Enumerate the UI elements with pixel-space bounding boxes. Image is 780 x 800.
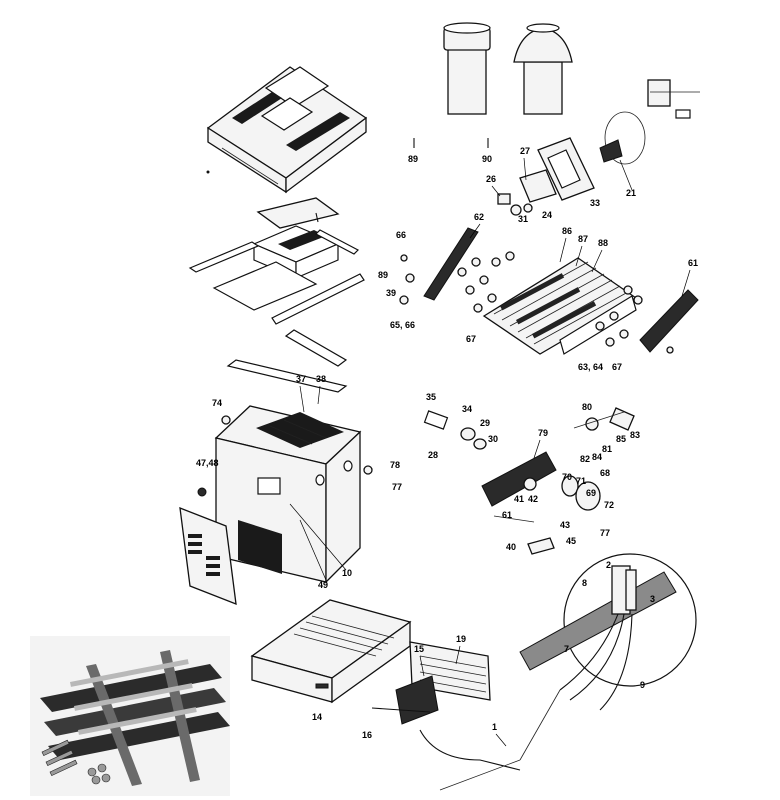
callout-labels: 89 90 27 26 21 31 24 33 62 66 89 39 65, … [196,146,698,740]
callout-28: 28 [428,450,438,460]
callout-70: 70 [562,472,572,482]
callout-65-66: 65, 66 [390,320,415,330]
callout-77-b: 77 [600,528,610,538]
callout-47-48: 47,48 [196,458,219,468]
callout-85: 85 [616,434,626,444]
callout-15: 15 [414,644,424,654]
gas-valve-and-pilot [423,407,635,555]
pilot-detail-inset [439,553,697,791]
callout-78: 78 [390,460,400,470]
callout-62: 62 [474,212,484,222]
callout-14: 14 [312,712,322,722]
callout-66-a: 66 [396,230,406,240]
cabinet-assembly [179,329,373,606]
callout-39: 39 [386,288,396,298]
callout-88: 88 [598,238,608,248]
callout-10: 10 [342,568,352,578]
callout-45: 45 [566,536,576,546]
callout-29: 29 [480,418,490,428]
jacket-top-assembly [206,66,368,194]
callout-43: 43 [560,520,570,530]
callout-30: 30 [488,434,498,444]
callout-40: 40 [506,542,516,552]
callout-1: 1 [492,722,497,732]
callout-26: 26 [486,174,496,184]
callout-79: 79 [538,428,548,438]
callout-31: 31 [518,214,528,224]
callout-68: 68 [600,468,610,478]
callout-27: 27 [520,146,530,156]
callout-21: 21 [626,188,636,198]
callout-41: 41 [514,494,524,504]
callout-84: 84 [592,452,602,462]
callout-67-b: 67 [612,362,622,372]
callout-89-a: 89 [408,154,418,164]
callout-69: 69 [586,488,596,498]
callout-34: 34 [462,404,472,414]
callout-72: 72 [604,500,614,510]
callout-61-b: 61 [502,510,512,520]
callout-42: 42 [528,494,538,504]
callout-7: 7 [564,644,569,654]
control-panel [497,137,595,216]
callout-71: 71 [576,476,586,486]
vent-adapters [413,22,573,148]
callout-63-64: 63, 64 [578,362,603,372]
heat-exchanger-manifolds [399,227,699,355]
callout-24: 24 [542,210,552,220]
callout-49: 49 [318,580,328,590]
callout-86: 86 [562,226,572,236]
callout-87: 87 [578,234,588,244]
leader-lines [289,157,691,747]
callout-37: 37 [296,374,306,384]
callout-2: 2 [606,560,611,570]
callout-80: 80 [582,402,592,412]
callout-8: 8 [582,578,587,588]
callout-77-a: 77 [392,482,402,492]
callout-19: 19 [456,634,466,644]
callout-82: 82 [580,454,590,464]
callout-9: 9 [640,680,645,690]
callout-38: 38 [316,374,326,384]
callout-81: 81 [602,444,612,454]
callout-67-a: 67 [466,334,476,344]
callout-33: 33 [590,198,600,208]
callout-61-a: 61 [688,258,698,268]
draft-hood-assembly [188,197,365,325]
callout-35: 35 [426,392,436,402]
callout-16: 16 [362,730,372,740]
callout-90: 90 [482,154,492,164]
callout-89-b: 89 [378,270,388,280]
thermostat-bulb [599,79,700,165]
callout-83: 83 [630,430,640,440]
base-assembly [250,599,521,771]
burner-tray-photo [30,636,230,796]
callout-3: 3 [650,594,655,604]
callout-74: 74 [212,398,222,408]
